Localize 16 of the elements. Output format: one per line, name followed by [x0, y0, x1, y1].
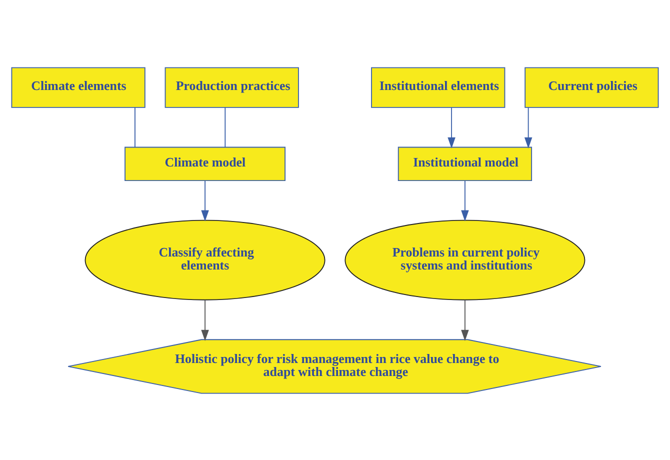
arrow [201, 180, 209, 221]
node-ellipse: Problems in current policy systems and institutions [344, 219, 586, 300]
node-box: Production practices [164, 66, 299, 108]
node-box: Climate model [124, 146, 286, 181]
node-ellipse: Classify affecting elements [84, 219, 326, 300]
arrow [461, 299, 469, 340]
connector [224, 106, 226, 148]
node-box: Climate elements [11, 66, 146, 108]
connector [134, 106, 136, 148]
node-box: Institutional model [398, 146, 532, 181]
node-box: Institutional elements [371, 66, 506, 108]
arrow [524, 106, 532, 148]
arrow [461, 180, 469, 221]
arrow [448, 106, 456, 148]
node-box: Current policies [524, 66, 659, 108]
arrow [201, 299, 209, 340]
